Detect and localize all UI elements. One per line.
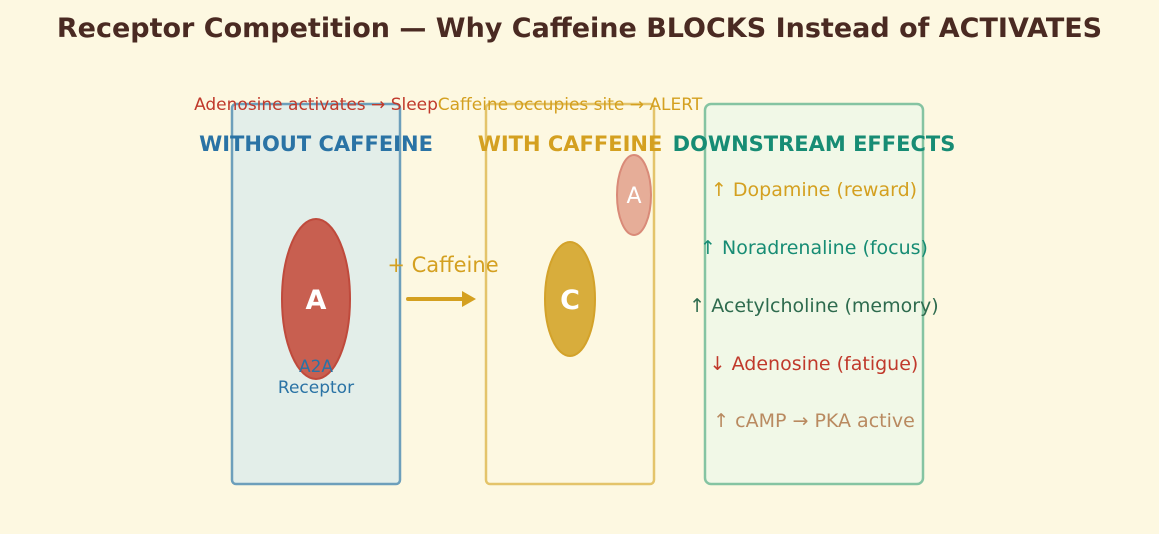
panel-downstream-effects	[703, 102, 925, 486]
adenosine-molecule-label: A	[306, 285, 327, 316]
receptor-label-line2: Receptor	[278, 378, 354, 398]
arrow-head	[462, 291, 476, 307]
caption-without-caffeine: Adenosine activates → Sleep	[194, 95, 438, 115]
page-title: Receptor Competition — Why Caffeine BLOC…	[57, 13, 1102, 44]
effect-dopamine: ↑ Dopamine (reward)	[711, 179, 917, 201]
displaced-adenosine-label: A	[626, 184, 641, 209]
caffeine-molecule	[544, 241, 596, 357]
effect-adenosine: ↓ Adenosine (fatigue)	[710, 353, 919, 375]
effect-acetylcholine: ↑ Acetylcholine (memory)	[689, 295, 938, 317]
receptor-label-line1: A2A	[299, 357, 333, 377]
displaced-adenosine	[616, 154, 652, 236]
heading-downstream-effects: DOWNSTREAM EFFECTS	[673, 132, 956, 156]
adenosine-molecule	[281, 218, 351, 380]
effect-camp: ↑ cAMP → PKA active	[713, 410, 915, 432]
caffeine-molecule-label: C	[560, 285, 580, 316]
heading-with-caffeine: WITH CAFFEINE	[478, 132, 663, 156]
effect-noradrenaline: ↑ Noradrenaline (focus)	[700, 237, 928, 259]
heading-without-caffeine: WITHOUT CAFFEINE	[199, 132, 433, 156]
caption-with-caffeine: Caffeine occupies site → ALERT	[438, 95, 703, 115]
arrow-label: + Caffeine	[387, 253, 498, 277]
